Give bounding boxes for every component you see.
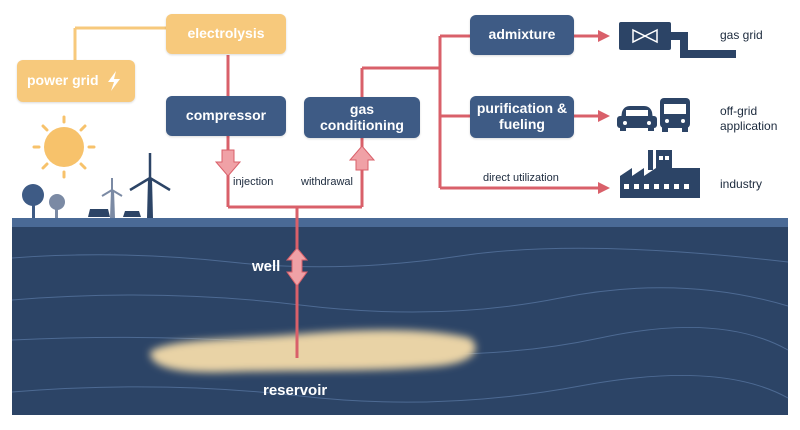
purification-fueling-box: purification & fueling <box>470 96 574 138</box>
tree-icon <box>22 184 65 218</box>
lightning-icon <box>108 71 120 91</box>
industry-label: industry <box>720 177 763 191</box>
admixture-label: admixture <box>488 26 556 43</box>
car-icon <box>617 106 657 131</box>
gas-grid-label: gas grid <box>720 28 763 42</box>
power-grid-box: power grid <box>17 60 135 102</box>
factory-icon <box>620 150 700 198</box>
electrolysis-box: electrolysis <box>166 14 286 54</box>
admixture-box: admixture <box>470 15 574 55</box>
electrolysis-label: electrolysis <box>187 25 265 42</box>
gas-conditioning-box: gas conditioning <box>304 97 420 138</box>
well-label: well <box>252 258 281 275</box>
purification-fueling-label: purification & fueling <box>476 100 568 132</box>
underground <box>11 218 789 415</box>
injection-label: injection <box>233 176 274 188</box>
injection-arrow <box>214 149 242 177</box>
ground-surface <box>12 218 788 227</box>
off-grid-label: off-grid application <box>720 104 778 133</box>
valve-icon <box>619 22 736 58</box>
withdrawal-arrow <box>348 145 376 171</box>
power-grid-label: power grid <box>27 72 99 89</box>
compressor-label: compressor <box>185 107 267 124</box>
sun-icon <box>32 115 96 179</box>
wind-turbine-icon <box>101 153 171 218</box>
bus-icon <box>660 98 690 132</box>
gas-conditioning-label: gas conditioning <box>320 100 404 133</box>
solar-panel-icon <box>88 209 141 217</box>
direct-utilization-label: direct utilization <box>483 172 559 184</box>
flow-lines <box>226 34 600 358</box>
reservoir-label: reservoir <box>263 382 328 399</box>
reservoir-body <box>150 330 476 373</box>
withdrawal-label: withdrawal <box>301 176 353 188</box>
well-arrow <box>285 247 309 287</box>
compressor-box: compressor <box>166 96 286 136</box>
flow-arrowheads <box>598 30 610 194</box>
